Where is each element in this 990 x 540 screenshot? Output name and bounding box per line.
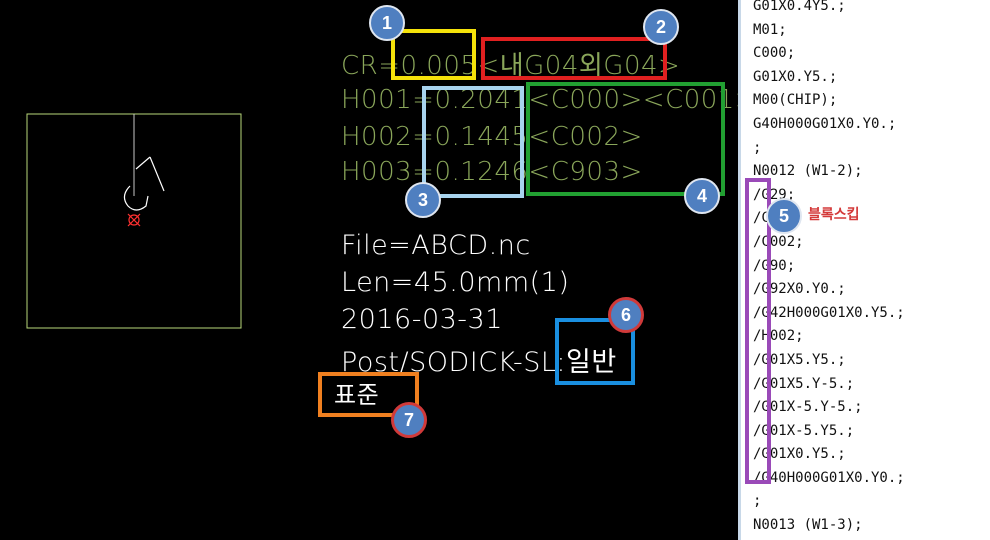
nc-code-line: /G92X0.Y0.; bbox=[753, 281, 846, 298]
block-skip-label: 블록스킵 bbox=[808, 207, 860, 223]
info-mode: 표준 bbox=[334, 381, 380, 409]
cad-view[interactable]: CR=0.005<내G04외G04> H001=0.2041<C000><C00… bbox=[0, 0, 757, 540]
nc-code-line: /G01X-5.Y5.; bbox=[753, 422, 855, 439]
highlight-box-7 bbox=[318, 372, 419, 417]
highlight-box-5 bbox=[745, 178, 771, 484]
badge-4: 4 bbox=[684, 178, 720, 214]
badge-2: 2 bbox=[643, 9, 679, 45]
nc-code-line: /G01X5.Y5.; bbox=[753, 351, 846, 368]
info-file: File=ABCD.nc bbox=[341, 230, 531, 261]
start-point-icon bbox=[127, 213, 141, 227]
nc-code-line: /C002; bbox=[753, 233, 804, 250]
nc-code-line: ; bbox=[753, 493, 762, 510]
nc-code-line: ; bbox=[753, 139, 762, 156]
highlight-box-1 bbox=[391, 29, 476, 80]
nc-code-line: /G01X0.Y5.; bbox=[753, 446, 846, 463]
nc-code-line: N0012 (W1-2); bbox=[753, 163, 863, 180]
nc-code-list: G01X0.4Y5.; M01; C000; G01X0.Y5.; M00(CHIP);… bbox=[753, 0, 905, 540]
param-h002: H002=0.1445<C002> bbox=[341, 122, 643, 152]
info-date: 2016-03-31 bbox=[341, 304, 503, 335]
nc-code-line: N0013 (W1-3); bbox=[753, 517, 863, 534]
nc-code-line: /G01X5.Y-5.; bbox=[753, 375, 855, 392]
nc-code-line: /H002; bbox=[753, 328, 804, 345]
badge-3: 3 bbox=[405, 182, 441, 218]
nc-code-line: M00(CHIP); bbox=[753, 92, 838, 109]
badge-5: 5 bbox=[766, 198, 802, 234]
nc-code-line: /G90; bbox=[753, 257, 796, 274]
badge-6: 6 bbox=[608, 297, 644, 333]
badge-7: 7 bbox=[391, 402, 427, 438]
nc-code-line: C000; bbox=[753, 45, 796, 62]
nc-code-line: /G42H000G01X0.Y5.; bbox=[753, 304, 905, 321]
param-h001: H001=0.2041<C000><C001> bbox=[341, 85, 758, 115]
panel-divider[interactable] bbox=[738, 0, 741, 540]
nc-code-line: G40H000G01X0.Y0.; bbox=[753, 115, 897, 132]
highlight-box-3 bbox=[422, 86, 524, 198]
wire-path-drawing bbox=[26, 113, 242, 329]
nc-code-line: G01X0.4Y5.; bbox=[753, 0, 846, 14]
info-length: Len=45.0mm(1) bbox=[341, 267, 570, 298]
nc-code-line: /G40H000G01X0.Y0.; bbox=[753, 469, 905, 486]
highlight-box-6 bbox=[555, 318, 635, 385]
highlight-box-4 bbox=[526, 82, 725, 196]
badge-1: 1 bbox=[369, 5, 405, 41]
nc-code-panel[interactable]: G01X0.4Y5.; M01; C000; G01X0.Y5.; M00(CHIP);… bbox=[741, 0, 990, 540]
tool-path-curve bbox=[123, 156, 165, 211]
highlight-box-2 bbox=[481, 37, 667, 80]
param-h003: H003=0.1246<C903> bbox=[341, 157, 643, 187]
nc-code-line: M01; bbox=[753, 21, 787, 38]
nc-code-line: /G01X-5.Y-5.; bbox=[753, 399, 863, 416]
nc-code-line: G01X0.Y5.; bbox=[753, 68, 838, 85]
